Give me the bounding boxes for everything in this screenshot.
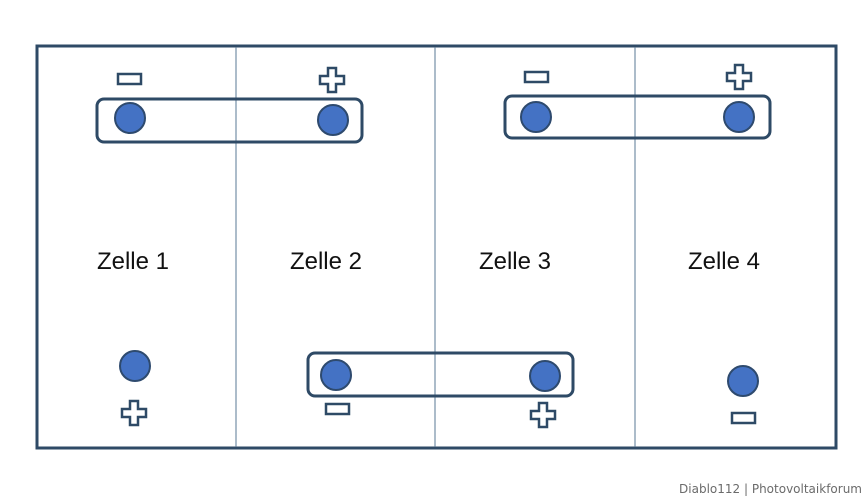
cell-label-1: Zelle 1 xyxy=(97,248,169,275)
terminal-cell4-top xyxy=(723,101,755,133)
terminal-cell1-top xyxy=(114,102,146,134)
plus-icon xyxy=(529,401,557,429)
terminal-cell1-bottom xyxy=(119,350,151,382)
battery-frame xyxy=(35,44,838,450)
busbar-cell3-cell4 xyxy=(503,94,772,140)
minus-icon xyxy=(324,402,351,416)
cell-label-4: Zelle 4 xyxy=(688,248,760,275)
plus-icon xyxy=(318,66,346,94)
terminal-cell3-bottom xyxy=(529,360,561,392)
minus-icon xyxy=(116,72,143,86)
terminal-cell2-top xyxy=(317,104,349,136)
minus-icon xyxy=(730,411,757,425)
busbar-cell2-cell3 xyxy=(306,351,575,398)
watermark: Diablo112 | Photovoltaikforum xyxy=(679,482,862,496)
plus-icon xyxy=(120,399,148,427)
terminal-cell2-bottom xyxy=(320,359,352,391)
terminal-cell3-top xyxy=(520,101,552,133)
busbar-cell1-cell2 xyxy=(95,97,364,144)
cell-label-3: Zelle 3 xyxy=(479,248,551,275)
terminal-cell4-bottom xyxy=(727,365,759,397)
plus-icon xyxy=(725,63,753,91)
cell-label-2: Zelle 2 xyxy=(290,248,362,275)
minus-icon xyxy=(523,70,550,84)
